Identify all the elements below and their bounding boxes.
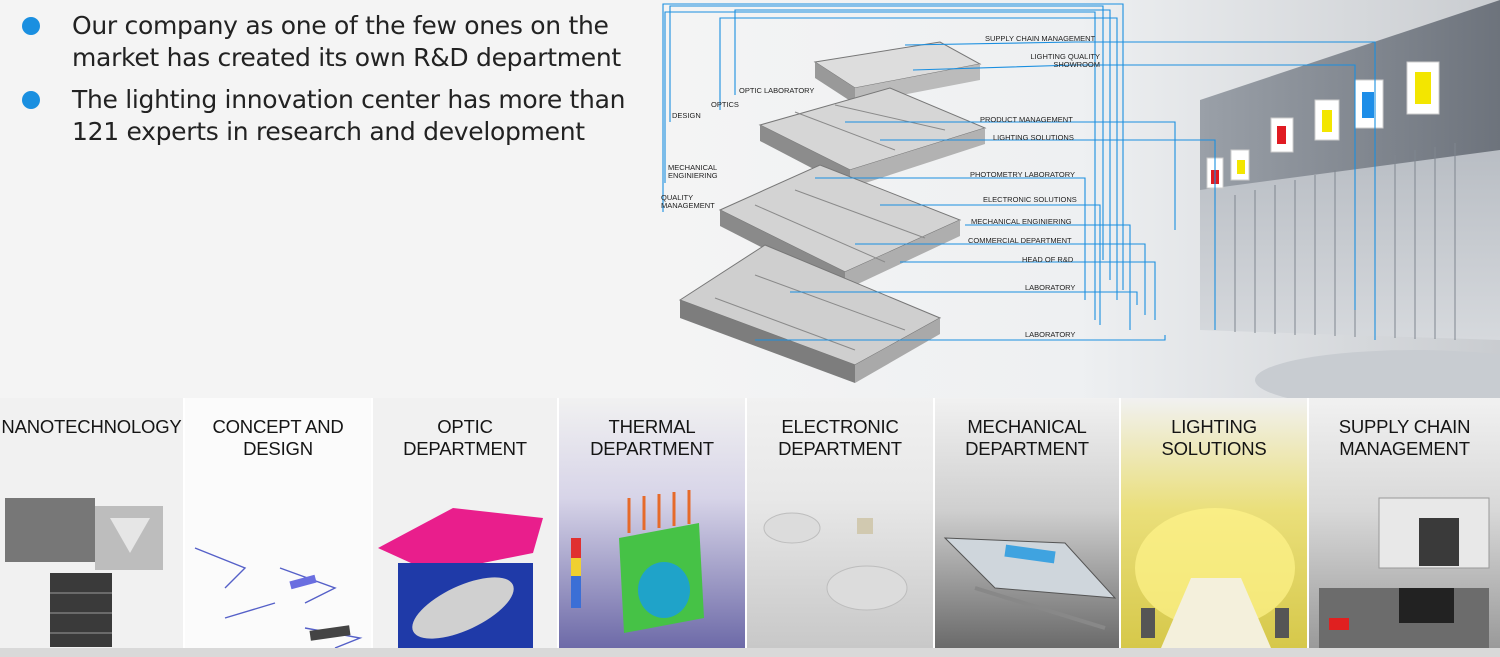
label-photometry: PHOTOMETRY LABORATORY: [970, 170, 1076, 179]
label-supply-chain: SUPPLY CHAIN MANAGEMENT: [985, 34, 1096, 43]
tile-title: ELECTRONIC DEPARTMENT: [778, 416, 902, 459]
tile-title: MECHANICAL DEPARTMENT: [965, 416, 1089, 459]
label-mechanical-enginiering-left: MECHANICAL ENGINIERING: [668, 163, 718, 180]
label-product-management: PRODUCT MANAGEMENT: [980, 115, 1073, 124]
rd-building-diagram: SUPPLY CHAIN MANAGEMENT LIGHTING QUALITY…: [655, 0, 1500, 410]
bullet-dot-icon: [22, 17, 40, 35]
label-optics: OPTICS: [711, 100, 739, 109]
label-electronic-solutions: ELECTRONIC SOLUTIONS: [983, 195, 1077, 204]
department-tiles: NANOTECHNOLOGY CONCEPT AND DESIGN OPT: [0, 398, 1500, 648]
floor-plans: [678, 41, 987, 383]
bullet-text: Our company as one of the few ones on th…: [72, 11, 621, 72]
tile-nanotechnology: NANOTECHNOLOGY: [0, 398, 185, 648]
label-laboratory: LABORATORY: [1025, 330, 1076, 339]
label-head-of-rd: HEAD OF R&D: [1022, 255, 1074, 264]
tile-optic-department: OPTIC DEPARTMENT: [373, 398, 559, 648]
label-laboratory: LABORATORY: [1025, 283, 1076, 292]
bullet-item: Our company as one of the few ones on th…: [22, 10, 662, 74]
optic-image: [378, 508, 543, 648]
label-quality-management: QUALITY MANAGEMENT: [661, 193, 715, 210]
label-showroom: LIGHTING QUALITY SHOWROOM: [1030, 52, 1100, 69]
tile-title: OPTIC DEPARTMENT: [403, 416, 527, 459]
lighting-image: [1135, 508, 1295, 648]
tile-supply-chain-management: SUPPLY CHAIN MANAGEMENT: [1309, 398, 1500, 648]
supply-chain-image: [1319, 497, 1490, 648]
label-optic-laboratory: OPTIC LABORATORY: [739, 86, 815, 95]
bullet-item: The lighting innovation center has more …: [22, 84, 662, 148]
nanotech-image: [5, 498, 163, 647]
bullet-list: Our company as one of the few ones on th…: [22, 10, 662, 158]
tile-title: NANOTECHNOLOGY: [1, 416, 182, 437]
label-mechanical-enginiering-right: MECHANICAL ENGINIERING: [971, 217, 1072, 226]
tile-thermal-department: THERMAL DEPARTMENT: [559, 398, 747, 648]
electronic-image: [763, 512, 908, 611]
bottom-bar: [0, 648, 1500, 657]
building-illustration: [655, 0, 1500, 410]
tile-title: SUPPLY CHAIN MANAGEMENT: [1338, 416, 1471, 459]
label-lighting-solutions: LIGHTING SOLUTIONS: [993, 133, 1074, 142]
tile-lighting-solutions: LIGHTING SOLUTIONS: [1121, 398, 1309, 648]
label-design: DESIGN: [672, 111, 701, 120]
sketch-image: [194, 547, 363, 648]
tile-electronic-department: ELECTRONIC DEPARTMENT: [747, 398, 935, 648]
mechanical-image: [943, 537, 1117, 630]
bullet-dot-icon: [22, 91, 40, 109]
tile-concept-design: CONCEPT AND DESIGN: [185, 398, 373, 648]
label-commercial-department: COMMERCIAL DEPARTMENT: [968, 236, 1072, 245]
tile-title: THERMAL DEPARTMENT: [590, 416, 714, 459]
tile-title: CONCEPT AND DESIGN: [212, 416, 344, 459]
tile-mechanical-department: MECHANICAL DEPARTMENT: [935, 398, 1121, 648]
thermal-image: [571, 490, 704, 633]
tile-title: LIGHTING SOLUTIONS: [1161, 416, 1267, 459]
bullet-text: The lighting innovation center has more …: [72, 85, 626, 146]
